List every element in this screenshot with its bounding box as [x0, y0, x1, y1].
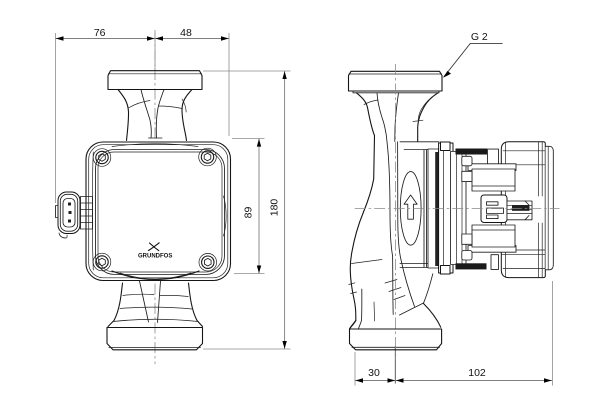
svg-text:89: 89	[243, 207, 255, 219]
svg-text:48: 48	[180, 27, 192, 39]
svg-text:102: 102	[468, 367, 486, 379]
svg-text:30: 30	[368, 367, 380, 379]
svg-text:180: 180	[268, 199, 280, 217]
svg-text:76: 76	[94, 27, 106, 39]
svg-text:GRUNDFOS: GRUNDFOS	[138, 254, 172, 260]
svg-text:G 2: G 2	[471, 31, 488, 43]
